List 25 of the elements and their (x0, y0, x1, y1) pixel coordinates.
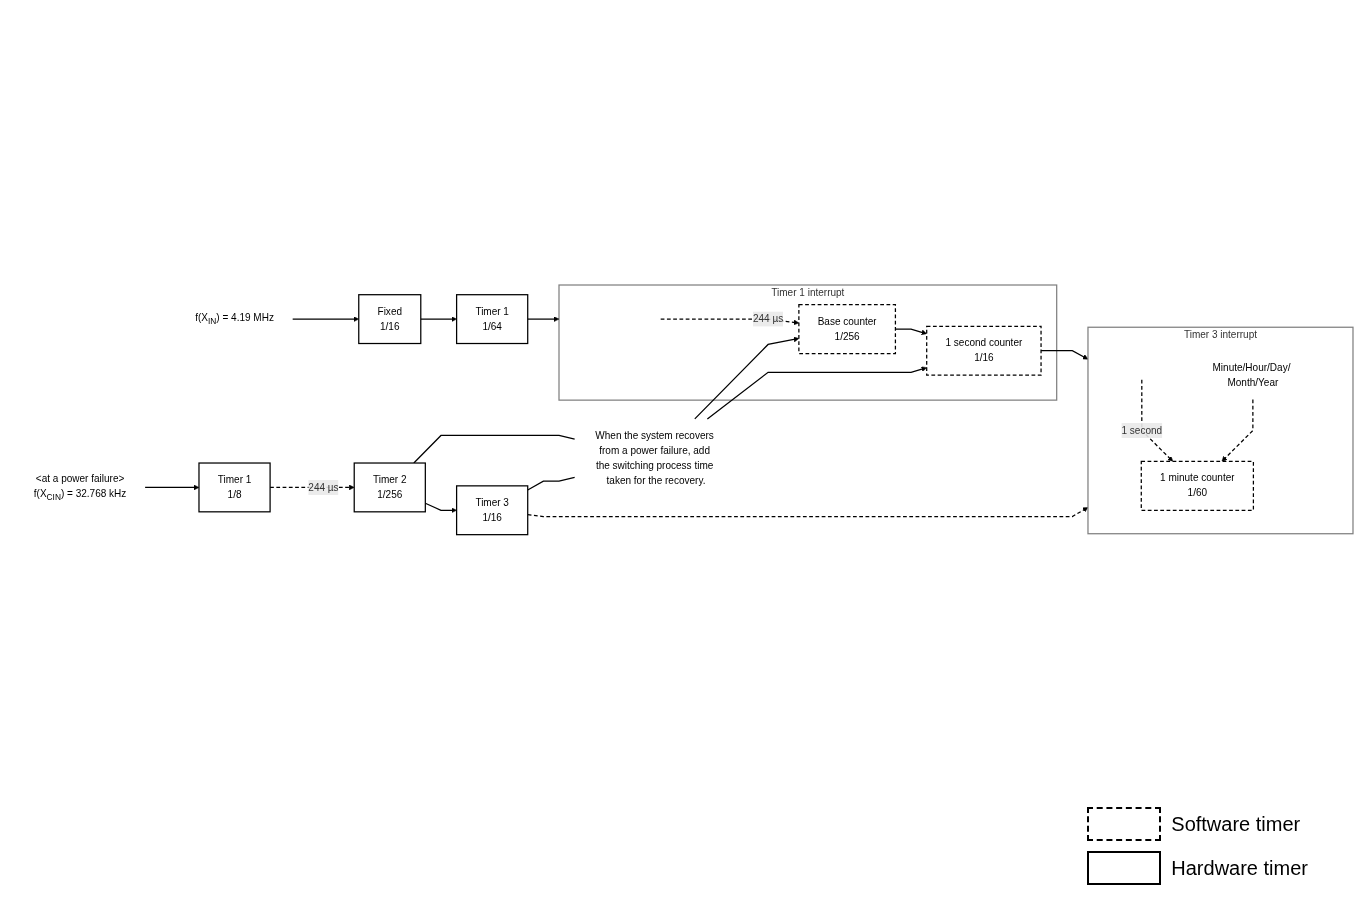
node-box: Fixed 1/16 (358, 294, 422, 345)
arrow (706, 366, 927, 420)
edge-label: 244 µs (308, 481, 339, 493)
node-box: Base counter 1/256 (798, 304, 897, 355)
node-box: 1 second counter 1/16 (926, 325, 1042, 376)
arrow (527, 316, 560, 322)
arrow (1141, 379, 1174, 462)
connector (527, 477, 576, 491)
node-text: f(X$_{IN}$) = 4.19 MHz (195, 312, 274, 326)
arrow (1221, 399, 1254, 462)
node-text: When the system recovers from a power failure, add the switching process time taken for the recovery. (595, 430, 714, 487)
edge-label: 1 second (1121, 425, 1163, 436)
arrow (420, 316, 457, 322)
node-text: <at a power failure> f(X$_{CIN}$) = 32.768 kHz (33, 473, 127, 502)
node-box: 1 minute counter 1/60 (1140, 461, 1255, 512)
legend-text: Software timer (1171, 812, 1301, 836)
node-text: Minute/Hour/Day/ Month/Year (1212, 362, 1291, 388)
arrow (292, 316, 359, 322)
connector (413, 435, 576, 464)
node-box: Timer 2 1/256 (353, 462, 426, 513)
node-box: Timer 1 1/64 (456, 294, 529, 345)
node-box: Timer 1 1/8 (198, 462, 271, 513)
legend-text: Hardware timer (1171, 856, 1308, 880)
edge-label: 244 µs (752, 313, 784, 325)
node-box: Timer 3 1/16 (456, 485, 529, 536)
